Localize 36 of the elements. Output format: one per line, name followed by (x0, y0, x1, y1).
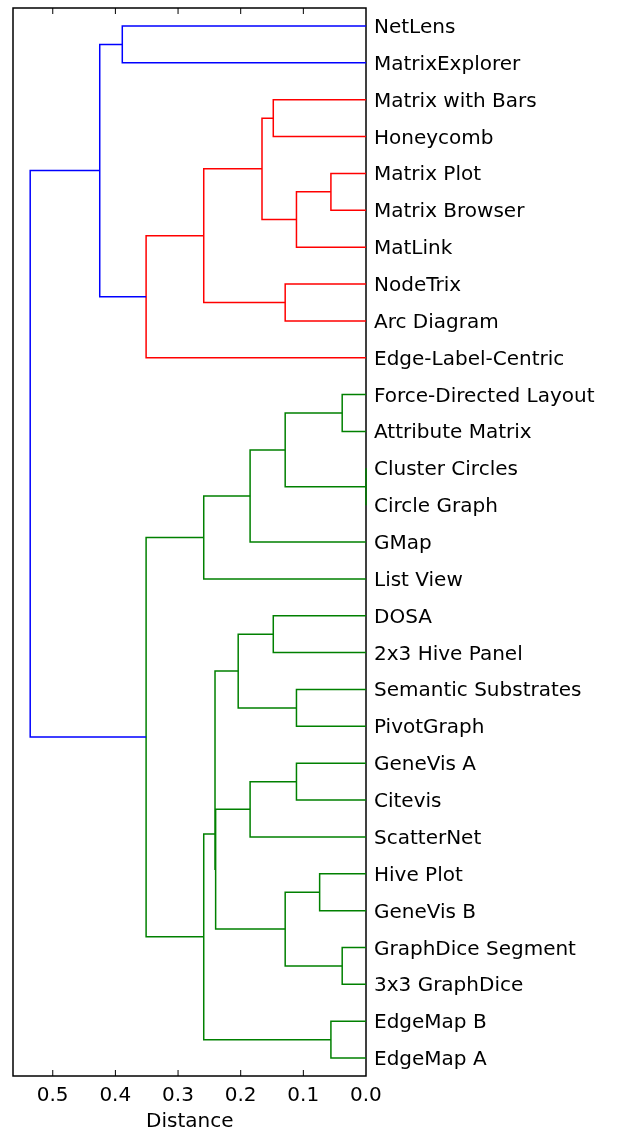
leaf-label: Edge-Label-Centric (374, 345, 565, 370)
leaf-label: Matrix with Bars (374, 87, 537, 112)
leaf-label: EdgeMap B (374, 1009, 487, 1034)
leaf-label: List View (374, 566, 463, 591)
leaf-label: Circle Graph (374, 493, 498, 518)
leaf-label: Attribute Matrix (374, 419, 532, 444)
leaf-label: PivotGraph (374, 714, 485, 739)
tick-label: 0.3 (162, 1082, 194, 1106)
leaf-label: 3x3 GraphDice (374, 972, 524, 997)
tick-label: 0.0 (350, 1082, 382, 1106)
tick-label: 0.1 (287, 1082, 320, 1106)
leaf-label: DOSA (374, 603, 432, 628)
leaf-label: ScatterNet (374, 824, 482, 849)
leaf-label: GraphDice Segment (374, 935, 576, 960)
leaf-label: GMap (374, 530, 432, 555)
leaf-label: EdgeMap A (374, 1046, 487, 1071)
leaf-label: GeneVis B (374, 898, 477, 923)
tick-label: 0.2 (224, 1082, 257, 1106)
leaf-label: Semantic Substrates (374, 677, 582, 702)
leaf-label: NodeTrix (374, 272, 462, 296)
leaf-label: Cluster Circles (374, 456, 518, 481)
leaf-label: Honeycomb (374, 124, 494, 149)
leaf-label: Force-Directed Layout (374, 382, 595, 407)
leaf-label: MatLink (374, 235, 453, 260)
leaf-label: MatrixExplorer (374, 50, 521, 75)
tick-label: 0.4 (99, 1082, 132, 1106)
axis-title: Distance (146, 1108, 234, 1132)
leaf-label: Matrix Browser (374, 198, 525, 223)
leaf-label: 2x3 Hive Panel (374, 640, 523, 665)
leaf-label: Hive Plot (374, 861, 463, 886)
leaf-label: Citevis (374, 788, 442, 813)
leaf-label: Arc Diagram (374, 308, 499, 333)
leaf-label: NetLens (374, 14, 456, 38)
leaf-label: Matrix Plot (374, 161, 482, 186)
tick-label: 0.5 (36, 1082, 69, 1106)
leaf-label: GeneVis A (374, 751, 477, 776)
